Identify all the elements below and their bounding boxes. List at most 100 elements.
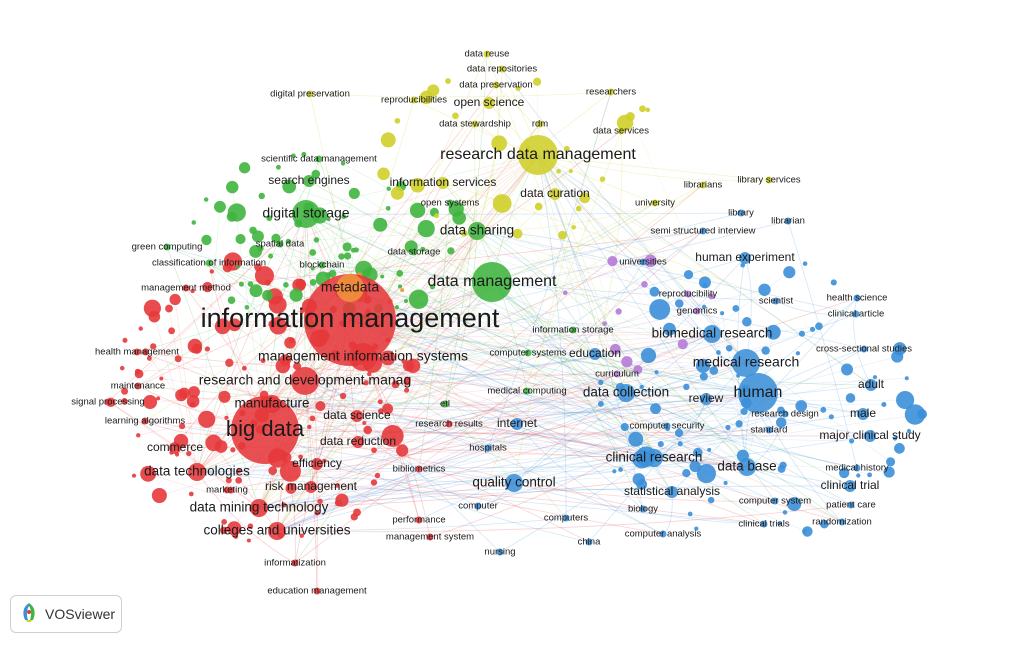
network-node[interactable] (189, 401, 196, 408)
network-node[interactable] (307, 424, 312, 430)
network-node[interactable] (698, 276, 711, 289)
network-node[interactable] (201, 234, 212, 246)
network-node[interactable] (654, 370, 659, 375)
network-node[interactable] (343, 252, 352, 260)
network-node[interactable] (203, 197, 209, 202)
network-node[interactable] (151, 487, 167, 504)
term-label[interactable]: adult (858, 377, 885, 391)
network-node[interactable] (284, 336, 296, 349)
network-node[interactable] (353, 247, 359, 253)
network-node[interactable] (740, 407, 748, 416)
network-node[interactable] (371, 447, 377, 454)
network-node[interactable] (187, 338, 203, 354)
network-node[interactable] (867, 472, 873, 478)
network-node[interactable] (492, 194, 512, 213)
term-label[interactable]: risk management (265, 479, 358, 493)
network-node[interactable] (491, 135, 508, 152)
network-node[interactable] (377, 399, 383, 405)
network-node[interactable] (674, 428, 684, 438)
term-node[interactable] (291, 559, 299, 567)
network-node[interactable] (251, 230, 264, 243)
network-node[interactable] (264, 279, 271, 286)
network-node[interactable] (682, 469, 691, 478)
network-node[interactable] (295, 278, 307, 290)
term-node[interactable] (781, 410, 789, 418)
network-node[interactable] (612, 469, 617, 474)
network-node[interactable] (512, 228, 523, 239)
term-label[interactable]: review (689, 391, 724, 405)
network-node[interactable] (881, 401, 887, 408)
term-label[interactable]: genomics (677, 306, 718, 317)
network-node[interactable] (607, 256, 618, 267)
term-node[interactable] (134, 382, 142, 390)
network-node[interactable] (381, 425, 404, 447)
term-label[interactable]: computer analysis (625, 529, 702, 540)
term-node[interactable] (699, 181, 707, 189)
network-node[interactable] (175, 389, 188, 402)
term-label[interactable]: data mining technology (190, 500, 329, 515)
network-node[interactable] (309, 415, 316, 422)
term-label[interactable]: data reduction (320, 434, 396, 448)
network-node[interactable] (777, 464, 786, 473)
network-node[interactable] (335, 493, 349, 507)
network-node[interactable] (828, 414, 834, 420)
term-node[interactable] (231, 396, 299, 464)
term-node[interactable] (496, 548, 504, 556)
term-node[interactable] (562, 514, 570, 522)
network-node[interactable] (802, 261, 808, 266)
term-label[interactable]: data curation (520, 186, 589, 200)
term-label[interactable]: health science (827, 293, 888, 304)
term-label[interactable]: research data management (440, 146, 636, 163)
network-node[interactable] (782, 510, 788, 515)
network-node[interactable] (723, 480, 728, 486)
term-label[interactable]: commerce (147, 440, 203, 454)
network-node[interactable] (214, 318, 231, 335)
network-node[interactable] (260, 358, 266, 364)
network-node[interactable] (246, 538, 251, 543)
network-node[interactable] (394, 117, 401, 124)
network-node[interactable] (309, 278, 317, 286)
term-node[interactable] (441, 400, 449, 408)
network-node[interactable] (896, 390, 915, 410)
term-node[interactable] (336, 274, 364, 302)
network-node[interactable] (119, 365, 125, 371)
term-label[interactable]: data stewardship (439, 119, 511, 130)
term-label[interactable]: etl (440, 399, 450, 410)
network-node[interactable] (262, 289, 273, 301)
term-node[interactable] (445, 420, 453, 428)
term-label[interactable]: curriculum (595, 369, 639, 380)
term-node[interactable] (838, 518, 846, 526)
term-node[interactable] (182, 284, 190, 292)
network-node[interactable] (225, 477, 232, 484)
term-node[interactable] (250, 499, 268, 517)
network-node[interactable] (883, 466, 895, 478)
term-node[interactable] (865, 379, 877, 391)
network-node[interactable] (244, 305, 250, 310)
network-node[interactable] (169, 293, 181, 306)
term-label[interactable]: data technologies (144, 464, 250, 479)
network-node[interactable] (649, 258, 657, 266)
network-node[interactable] (766, 324, 781, 340)
network-node[interactable] (563, 145, 570, 152)
term-label[interactable]: nursing (484, 547, 515, 558)
term-node[interactable] (536, 120, 544, 128)
term-label[interactable]: clinical research (606, 450, 703, 465)
network-node[interactable] (309, 249, 317, 256)
network-node[interactable] (396, 444, 409, 457)
term-label[interactable]: management information systems (258, 348, 468, 364)
term-label[interactable]: information services (390, 175, 497, 189)
network-node[interactable] (633, 365, 643, 375)
term-node[interactable] (511, 418, 523, 430)
term-node[interactable] (693, 307, 701, 315)
network-node[interactable] (645, 107, 651, 113)
term-node[interactable] (523, 387, 531, 395)
network-node[interactable] (353, 508, 361, 517)
network-node[interactable] (892, 436, 898, 441)
network-node[interactable] (226, 211, 237, 222)
term-label[interactable]: hospitals (469, 443, 507, 454)
network-node[interactable] (342, 242, 352, 252)
network-node[interactable] (146, 355, 152, 361)
term-label[interactable]: librarians (684, 180, 723, 191)
network-node[interactable] (783, 266, 796, 279)
network-node[interactable] (434, 213, 439, 219)
